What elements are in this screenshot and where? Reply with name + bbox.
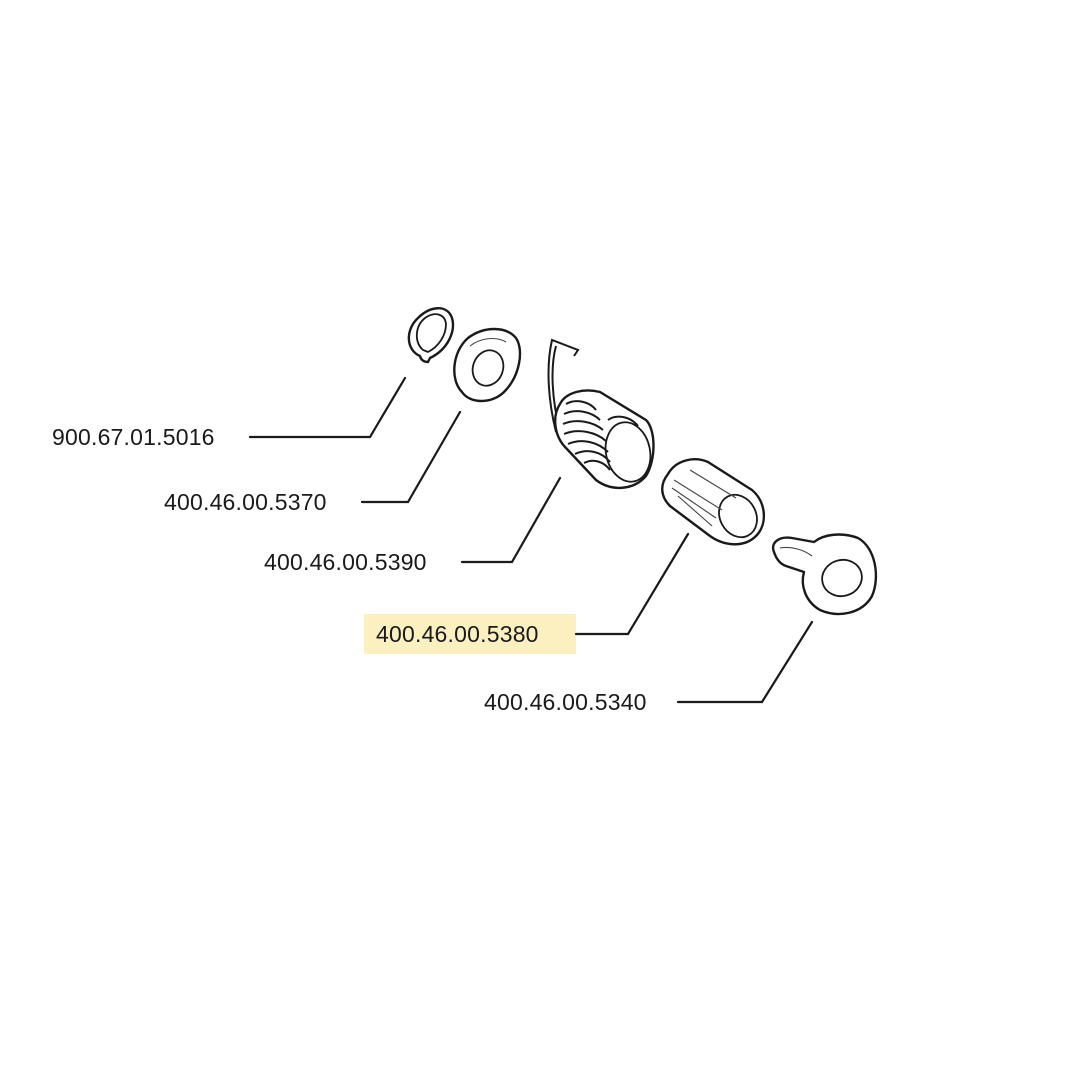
lever-leader [676,620,814,704]
part-number-sleeve[interactable]: 400.46.00.5380 [376,621,539,647]
sleeve-leader [574,532,690,636]
spring-part[interactable] [547,338,656,489]
sleeve-part[interactable] [661,458,765,546]
part-number-spring[interactable]: 400.46.00.5390 [264,549,427,575]
part-number-washer[interactable]: 400.46.00.5370 [164,489,327,515]
circlip-leader [248,376,407,439]
part-number-circlip[interactable]: 900.67.01.5016 [52,424,215,450]
washer-leader [360,410,462,504]
part-number-lever[interactable]: 400.46.00.5340 [484,689,647,715]
circlip-part[interactable] [407,307,455,364]
part-highlight [364,614,576,654]
washer-part[interactable] [453,327,522,403]
spring-leader [460,476,562,564]
lever-part[interactable] [771,533,878,616]
